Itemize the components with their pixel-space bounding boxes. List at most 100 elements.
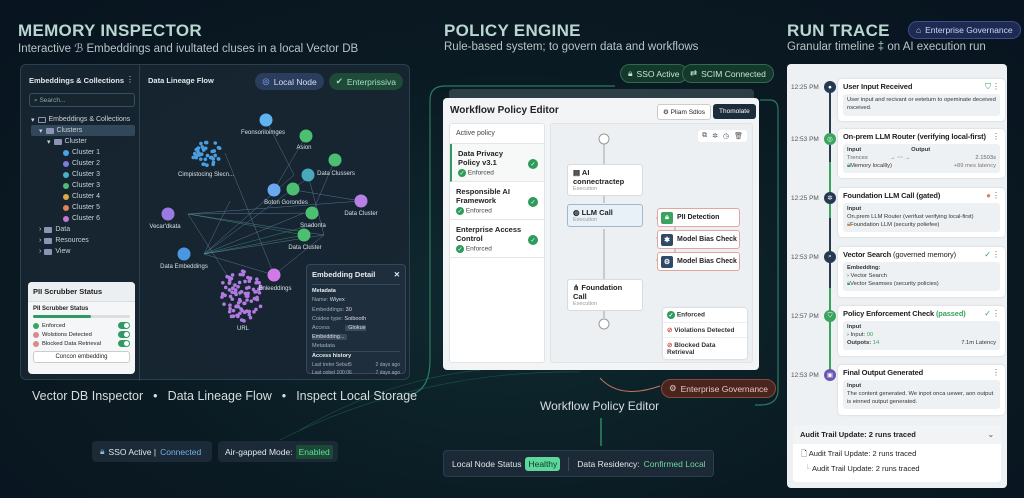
kebab-menu-icon[interactable]: ⋮ <box>992 368 1000 377</box>
tree-cluster-item[interactable]: Cluster 2 <box>31 158 135 169</box>
embedding-point <box>245 298 249 302</box>
toggle[interactable] <box>118 331 130 338</box>
kebab-menu-icon[interactable]: ⋮ <box>992 309 1000 318</box>
embedding-cluster-purple[interactable] <box>220 269 264 323</box>
residency-value: Confirmed Local <box>643 458 706 469</box>
policy-item[interactable]: Enterprise Access Control✓ Enforced✓ <box>450 220 544 258</box>
chevron-down-icon[interactable]: ⌄ <box>987 430 994 439</box>
audit-trail-header[interactable]: Audit Trail Update: 2 runs traced⌄ <box>793 425 1001 444</box>
policy-item[interactable]: Data Privacy Policy v3.1✓ Enforced✓ <box>450 144 544 182</box>
embedding-point <box>235 313 239 318</box>
tree-cluster-item[interactable]: Cluster 1 <box>31 147 135 158</box>
policy-item[interactable]: Responsible AI Framework✓ Enforced✓ <box>450 182 544 220</box>
trash-icon[interactable]: 🗑︎ <box>734 133 743 140</box>
kebab-menu-icon[interactable]: ⋮ <box>992 250 1000 259</box>
kebab-menu-icon[interactable]: ⋮ <box>992 82 1000 91</box>
plan-button[interactable]: ⚙ Pliam Sdlos <box>657 104 711 120</box>
tree-cluster-item[interactable]: Cluster 4 <box>31 191 135 202</box>
policy-name: Enterprise Access Control <box>456 225 522 243</box>
lock-icon: 🔒︎ <box>661 211 673 224</box>
event-card[interactable]: Policy Enforcement Check (passed)✓⋮ Inpu… <box>838 306 1005 356</box>
residency-label: Data Residency: <box>577 458 640 469</box>
graph-node[interactable] <box>259 113 273 127</box>
legend-label: Blocked Data Retrieval <box>667 342 716 356</box>
rule-model-bias-check[interactable]: ⚙Model Bias Check <box>657 252 740 271</box>
kebab-menu-icon[interactable]: ⋮ <box>126 75 134 84</box>
health-badge: Healthy <box>525 456 561 471</box>
end-node[interactable] <box>598 318 610 330</box>
toggle[interactable] <box>118 340 130 347</box>
event-title: On-prem LLM Router (verifying local-firs… <box>843 132 986 141</box>
event-card[interactable]: User Input Received⛉⋮User input and reci… <box>838 79 1005 121</box>
tree-clusters[interactable]: ▾ Clusters <box>31 125 135 136</box>
graph-badges: ◎Local Node ✔Enterprissiva <box>255 73 403 90</box>
graph-node[interactable] <box>354 194 368 208</box>
graph-node[interactable] <box>267 268 281 282</box>
tree-view[interactable]: › View <box>39 248 71 255</box>
toggle[interactable] <box>118 322 130 329</box>
check-icon: ✓ <box>528 235 538 245</box>
tree-cluster-item[interactable]: Cluster 3 <box>31 169 135 180</box>
embedding-point <box>199 152 204 156</box>
embedding-point <box>257 290 262 295</box>
embedding-point <box>233 288 238 292</box>
badge-label: SCIM Connected <box>701 68 766 79</box>
graph-node[interactable] <box>299 129 313 143</box>
tree-resources[interactable]: › Resources <box>39 237 89 244</box>
button-label: Pliam Sdlos <box>670 109 705 116</box>
search-input[interactable]: ⌕ Search... <box>29 93 135 107</box>
graph-node[interactable] <box>297 228 311 242</box>
clock-icon[interactable]: ◷ <box>723 133 730 140</box>
graph-node[interactable] <box>177 247 191 261</box>
cluster-dot-icon <box>63 215 69 222</box>
tree-data[interactable]: › Data <box>39 226 71 233</box>
pii-action-button[interactable]: Concon embedding <box>33 351 130 363</box>
audit-item: └ Audit Trail Update: 2 runs traced <box>793 461 1001 473</box>
kebab-menu-icon[interactable]: ⋮ <box>992 191 1000 200</box>
embedding-cluster-blue[interactable] <box>191 140 222 167</box>
rule-pii-detection[interactable]: 🔒︎PII Detection <box>657 208 740 227</box>
embedding-point <box>255 277 259 281</box>
embedding-point <box>227 288 232 292</box>
embedding-point <box>248 315 253 320</box>
graph-node[interactable] <box>328 153 342 167</box>
cluster-dot-icon <box>63 171 69 178</box>
policy-status: Enforced <box>467 169 494 177</box>
copy-icon[interactable]: ⧉ <box>702 132 708 139</box>
graph-node[interactable] <box>286 182 300 196</box>
start-node[interactable] <box>598 133 610 145</box>
embedding-point <box>222 302 226 306</box>
embedding-point <box>216 145 221 150</box>
check-icon: ✓ <box>456 245 464 253</box>
graph-node[interactable] <box>267 183 281 197</box>
tree-cluster-item[interactable]: Cluster 3 <box>31 180 135 191</box>
template-button[interactable]: Thomolate <box>713 104 756 119</box>
meta-key: Name: <box>312 297 329 304</box>
embedding-detail-card: Embedding Detail✕ Metadata Name: Wiyex E… <box>306 264 406 376</box>
embedding-point <box>237 280 242 285</box>
graph-node[interactable] <box>301 168 315 182</box>
settings-icon[interactable]: ✲ <box>712 133 718 140</box>
io-label: Input <box>847 206 862 212</box>
kebab-menu-icon[interactable]: ⋮ <box>992 132 1000 141</box>
rule-model-bias-check[interactable]: ✱Model Bias Check <box>657 230 740 249</box>
sidebar-title: Embeddings & Collections <box>29 76 125 85</box>
folder-icon <box>44 226 53 233</box>
close-icon[interactable]: ✕ <box>393 270 400 279</box>
tree-root[interactable]: ▾ Embeddings & Collections <box>31 116 131 124</box>
event-card[interactable]: On-prem LLM Router (verifying local-firs… <box>838 129 1005 178</box>
tree-cluster-item[interactable]: Cluster 6 <box>31 213 135 224</box>
graph-node[interactable] <box>161 207 175 221</box>
tree-cluster-item[interactable]: Cluster 5 <box>31 202 135 213</box>
event-card[interactable]: Vector Search (governed memory)✓⋮ Embedd… <box>838 247 1005 297</box>
graph-node[interactable] <box>305 206 319 220</box>
node-title: AI connectractep <box>573 168 625 186</box>
tree-cluster[interactable]: ▾ Cluster <box>47 138 87 146</box>
lock-icon: 🔒︎ <box>847 162 851 169</box>
